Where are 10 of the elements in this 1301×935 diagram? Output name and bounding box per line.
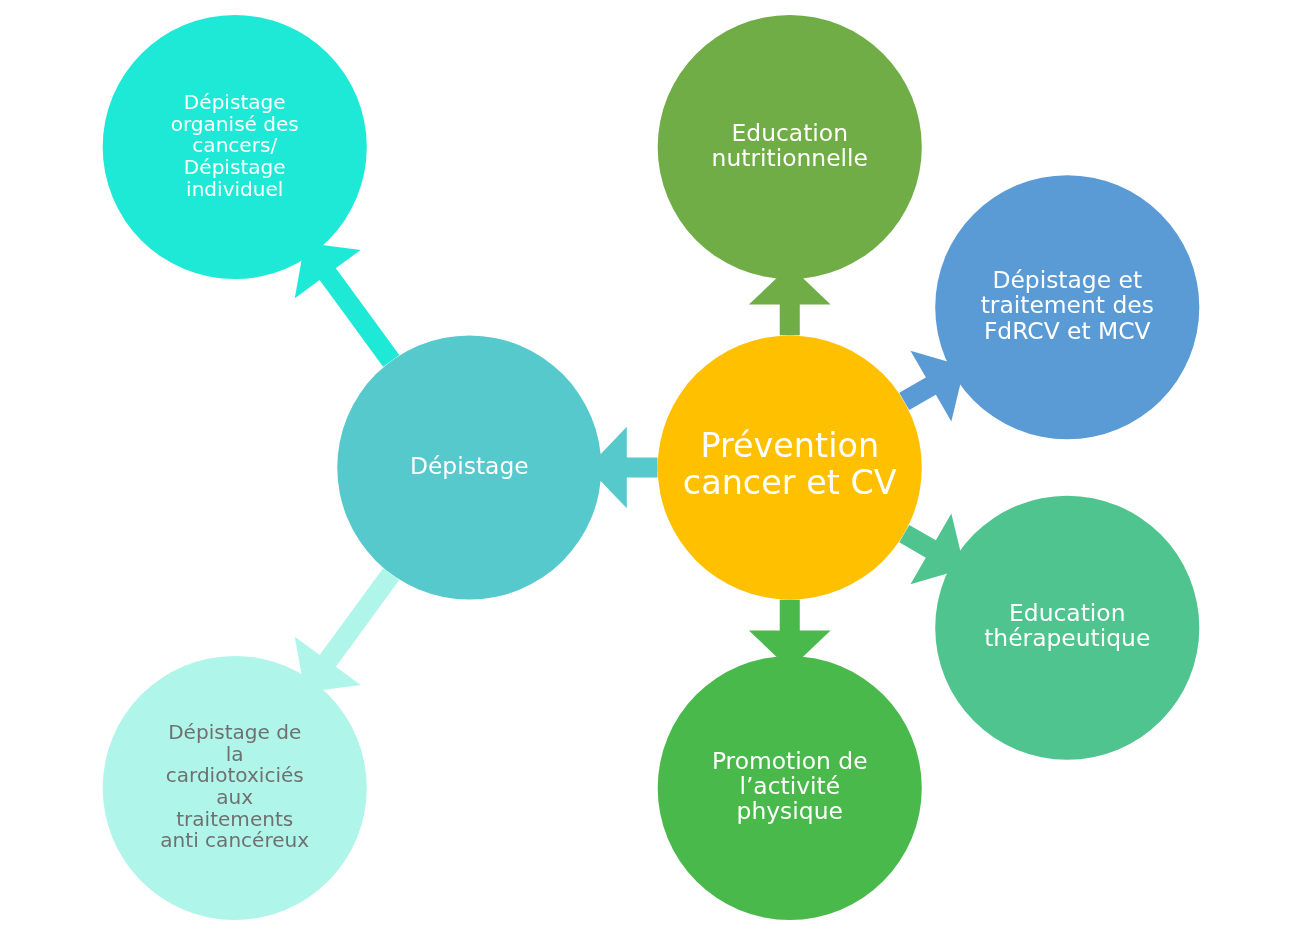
node-circle: Education thérapeutique bbox=[934, 495, 1199, 760]
node-circle: Dépistage bbox=[336, 335, 601, 600]
node-circle: Dépistage organisé des cancers/ Dépistage individuel bbox=[102, 15, 367, 280]
node-circle: Prévention cancer et CV bbox=[657, 335, 922, 600]
node-circle: Promotion de l’activité physique bbox=[657, 655, 922, 920]
node-circle: Dépistage de la cardiotoxiciés aux traitements anti cancéreux bbox=[102, 655, 367, 920]
node-circle: Education nutritionnelle bbox=[657, 15, 922, 280]
node-circle: Dépistage et traitement des FdRCV et MCV bbox=[934, 175, 1199, 440]
arrow bbox=[294, 568, 399, 693]
arrow bbox=[294, 242, 399, 367]
